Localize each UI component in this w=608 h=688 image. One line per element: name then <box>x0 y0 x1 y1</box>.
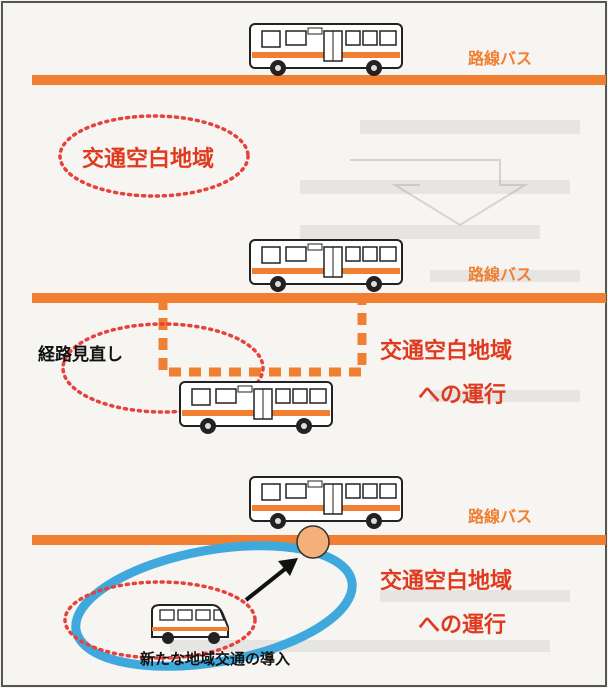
connection-arrow <box>244 563 292 602</box>
new-transport-label: 新たな地域交通の導入 <box>140 650 290 668</box>
route-bus-label-2: 路線バス <box>468 265 532 284</box>
panel2-caption-line1: 交通空白地域 <box>380 338 512 364</box>
detour-route <box>158 298 367 377</box>
route-review-label: 経路見直し <box>38 344 123 365</box>
panel3-caption-line1: 交通空白地域 <box>380 568 512 594</box>
new-transport-area-oval <box>71 541 357 671</box>
route-bus-label-3: 路線バス <box>468 507 532 526</box>
panel3-caption-line2: への運行 <box>418 612 506 638</box>
bus-icon-4 <box>249 476 403 530</box>
panel2-caption-line2: への運行 <box>418 382 506 408</box>
bus-stop-circle <box>296 525 330 559</box>
bus-icon-3 <box>179 381 333 435</box>
connection-arrow-head <box>278 558 298 576</box>
transit-gap-area-oval-2 <box>61 322 265 414</box>
transit-gap-area-oval-3 <box>63 580 257 660</box>
transit-gap-area-oval <box>58 114 250 198</box>
route-bus-label-1: 路線バス <box>468 49 532 68</box>
transit-gap-area-label: 交通空白地域 <box>82 146 214 172</box>
ghost-arrow <box>350 159 529 227</box>
bus-icon-1 <box>249 23 403 77</box>
bus-icon-2 <box>249 239 403 293</box>
